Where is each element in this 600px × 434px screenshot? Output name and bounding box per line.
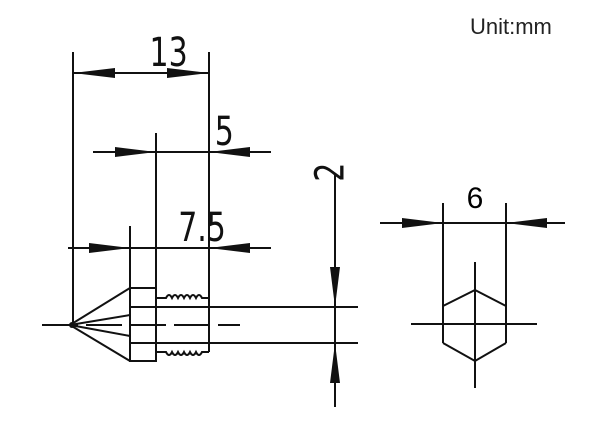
dimension-label-6: 6 [467,182,484,215]
dimension-label-13: 13 [150,30,188,76]
arrow-icon [167,68,209,78]
end-view: 6 [380,182,565,388]
arrow-icon [73,68,115,78]
arrow-icon [209,147,250,157]
dimension-label-2: 2 [307,163,353,182]
arrow-icon [402,218,443,228]
arrow-icon [89,243,130,253]
thread-bottom [156,349,209,356]
thread-top [156,294,209,301]
arrow-icon [506,218,547,228]
arrow-icon [115,147,156,157]
dimension-label-7-5: 7.5 [178,205,226,251]
side-view: 13 5 7.5 2 [42,30,358,407]
unit-label: Unit:mm [470,14,552,39]
dimension-label-5: 5 [215,109,234,155]
arrow-icon [330,267,340,307]
arrow-icon [330,343,340,383]
arrow-icon [209,243,250,253]
